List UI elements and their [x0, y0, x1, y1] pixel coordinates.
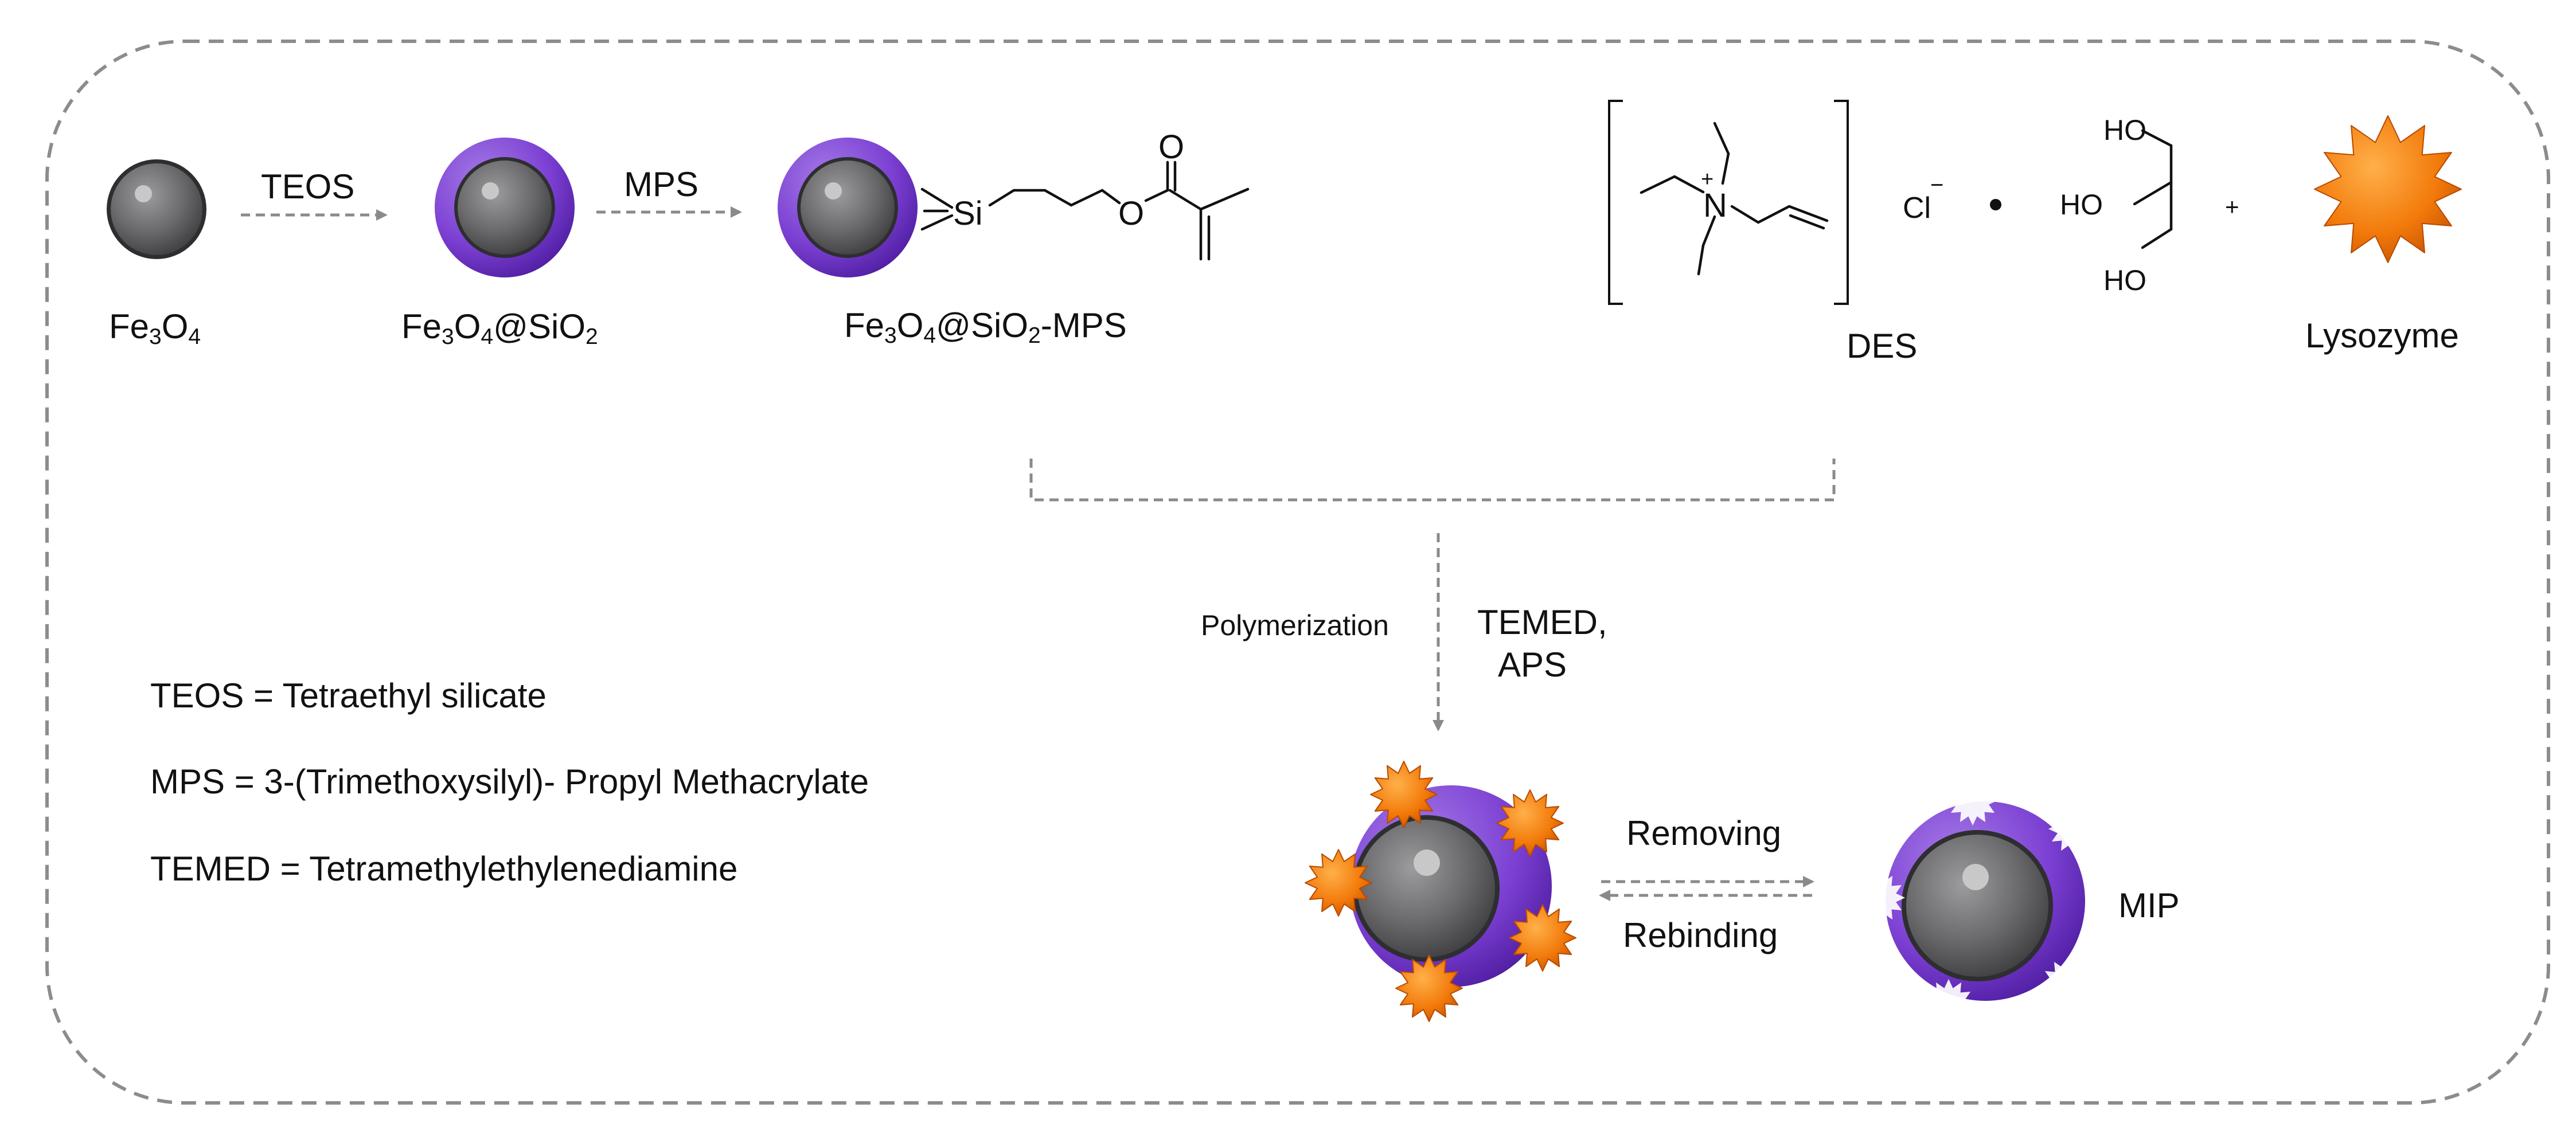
glycerol-structure: [2133, 129, 2173, 249]
aps-label: APS: [1498, 645, 1567, 684]
fe3o4-label: Fe3O4: [109, 307, 201, 349]
glycerol-ho-middle: HO: [2060, 189, 2103, 221]
fe3o4-sio2-mps-label: Fe3O4@SiO2-MPS: [844, 306, 1127, 348]
template-bound-particle: [1350, 785, 1552, 987]
ammonium-n-atom: N: [1703, 187, 1727, 224]
lysozyme-label: Lysozyme: [2305, 316, 2459, 355]
bound-lysozyme-group: [1305, 761, 1576, 1022]
polymerization-label: Polymerization: [1201, 609, 1389, 641]
cavity-4: [2042, 958, 2092, 1009]
bound-lysozyme-2: [1496, 789, 1564, 857]
mps-si-atom: Si: [953, 195, 983, 232]
des-label: DES: [1847, 327, 1918, 365]
fe3o4-sio2-particle: [435, 138, 575, 277]
mps-chain-structure: [920, 161, 1250, 261]
definition-mps: MPS = 3-(Trimethoxysilyl)- Propyl Methac…: [150, 762, 869, 801]
outer-dashed-frame: [45, 40, 2550, 1105]
glycerol-ho-top: HO: [2103, 114, 2146, 146]
imprinted-cavities: [1855, 775, 2099, 1030]
temed-label: TEMED,: [1477, 603, 1607, 641]
fe3o4-sio2-label: Fe3O4@SiO2: [401, 307, 598, 349]
chloride-charge: −: [1930, 173, 1943, 198]
des-bracket-left: [1608, 100, 1623, 305]
des-dot: [1990, 199, 2001, 210]
ammonium-charge: +: [1701, 167, 1714, 191]
bound-lysozyme-4: [1509, 904, 1576, 972]
bound-lysozyme-1: [1370, 761, 1438, 828]
merge-bracket: [1029, 459, 1836, 502]
fe3o4-particle: [107, 159, 206, 259]
mip-label: MIP: [2118, 886, 2180, 925]
mps-ester-oxygen: O: [1118, 195, 1144, 232]
definition-temed: TEMED = Tetramethylethylenediamine: [150, 850, 738, 888]
cavity-1: [1855, 872, 1905, 923]
cavity-2: [2048, 804, 2099, 854]
des-bracket-right: [1834, 100, 1849, 305]
removing-label: Removing: [1626, 814, 1782, 852]
definition-teos: TEOS = Tetraethyl silicate: [150, 676, 547, 715]
teos-step-label: TEOS: [261, 167, 355, 206]
lysozyme-shape: [2314, 115, 2462, 263]
mps-step-label: MPS: [624, 165, 699, 203]
mps-carbonyl-oxygen: O: [1158, 128, 1184, 166]
mip-particle: [1886, 801, 2085, 1001]
rebinding-label: Rebinding: [1623, 916, 1778, 954]
cavity-5: [1947, 775, 1998, 825]
glycerol-ho-bottom: HO: [2103, 264, 2146, 296]
lysozyme-icon: [2314, 115, 2462, 263]
plus-sign: +: [2225, 193, 2239, 220]
fe3o4-sio2-mps-particle: [778, 138, 918, 277]
bound-lysozyme-5: [1395, 954, 1463, 1022]
bound-lysozyme-3: [1305, 849, 1372, 917]
cavity-3: [1923, 979, 1974, 1030]
chloride-ion: Cl: [1903, 191, 1931, 225]
allyl-ammonium-structure: [1640, 122, 1829, 276]
